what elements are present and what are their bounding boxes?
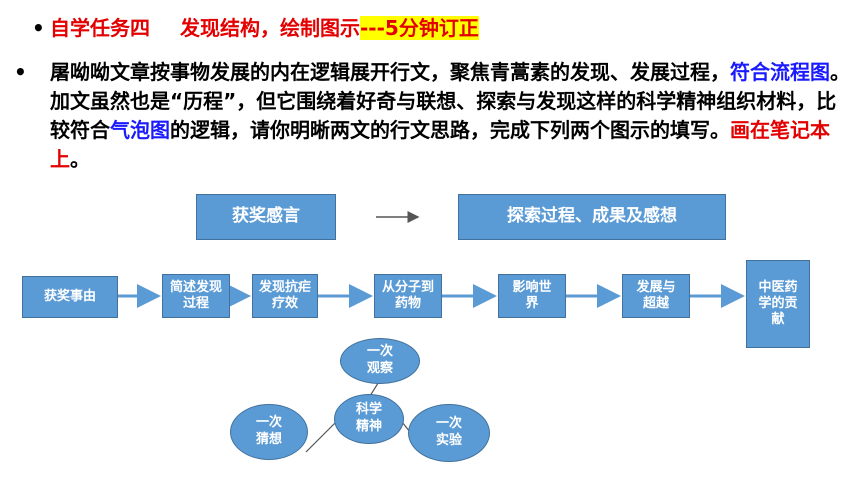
flow-box-3: 发现抗疟疗效 — [252, 274, 318, 318]
task-heading: •自学任务四 发现结构，绘制图示---5分钟订正 — [32, 14, 832, 43]
bubble-center: 科学精神 — [334, 394, 404, 444]
para-bubble-term: 气泡图 — [110, 118, 170, 142]
flow-box-2: 简述发现过程 — [162, 274, 230, 318]
time-note: ---5分钟订正 — [360, 16, 479, 40]
bubble-top: 一次观察 — [340, 338, 420, 384]
task-title: 自学任务四 — [50, 16, 150, 40]
flow-box-1: 获奖事由 — [22, 276, 118, 318]
bullet-dot: • — [32, 16, 45, 40]
bubble-link-left — [305, 421, 337, 453]
task-paragraph: • 屠呦呦文章按事物发展的内在逻辑展开行文，聚焦青蒿素的发现、发展过程，符合流程图… — [14, 58, 850, 174]
para-text-3: 的逻辑，请你明晰两文的行文思路，完成下列两个图示的填写。 — [170, 118, 730, 142]
legend-box-left: 获奖感言 — [196, 194, 336, 240]
flow-box-6: 发展与超越 — [622, 274, 690, 318]
para-flowchart-term: 符合流程图 — [730, 60, 830, 84]
flow-box-4: 从分子到药物 — [374, 274, 442, 318]
flow-box-5: 影响世界 — [498, 274, 566, 318]
para-text-4: 。 — [70, 147, 90, 171]
para-notebook-note: 画在笔记本上 — [50, 118, 830, 171]
para-text-1: 屠呦呦文章按事物发展的内在逻辑展开行文，聚焦青蒿素的发现、发展过程， — [50, 60, 730, 84]
bubble-left: 一次猜想 — [230, 404, 308, 460]
flow-box-7: 中医药学的贡献 — [746, 260, 810, 348]
bubble-right: 一次实验 — [408, 404, 490, 462]
legend-box-right: 探索过程、成果及感想 — [458, 194, 726, 240]
bullet-dot: • — [14, 60, 27, 84]
para-text-2: 。加文虽然也是“历程”，但它围绕着好奇与联想、探索与发现这样的科学精神组织材料，… — [50, 60, 850, 142]
task-subtitle: 发现结构，绘制图示 — [180, 16, 360, 40]
